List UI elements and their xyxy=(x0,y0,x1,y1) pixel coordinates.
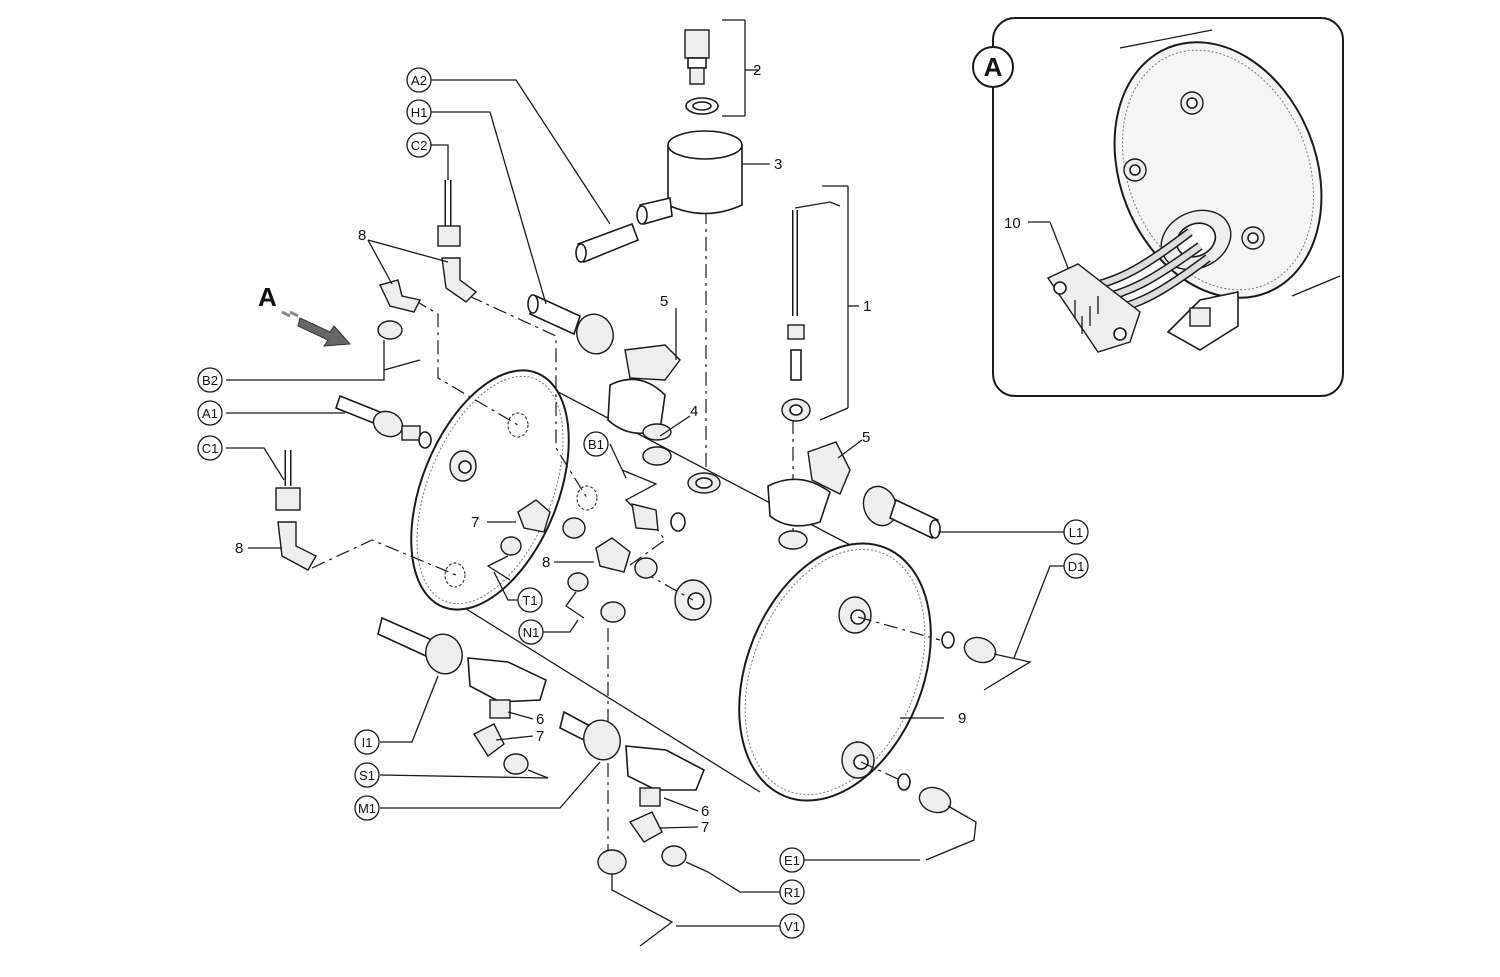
part-number-5-top: 5 xyxy=(660,293,668,310)
part-label-10: 10 xyxy=(1004,215,1021,232)
svg-text:L1: L1 xyxy=(1069,525,1083,540)
circled-label-b2: B2 xyxy=(197,367,223,393)
circled-labels: A2 H1 C2 B2 A1 C1 B1 T1 N1 I1 S1 M1 L1 D… xyxy=(197,67,1089,939)
svg-text:A1: A1 xyxy=(202,406,218,421)
svg-text:S1: S1 xyxy=(359,768,375,783)
part-number-7-right: 7 xyxy=(701,819,709,836)
circled-label-r1: R1 xyxy=(779,879,805,905)
part-numbers: 1 2 3 4 5 5 6 6 7 7 7 8 8 8 9 xyxy=(235,62,966,836)
circled-label-e1: E1 xyxy=(779,847,805,873)
svg-text:N1: N1 xyxy=(523,625,540,640)
part-number-8-middle: 8 xyxy=(542,554,550,571)
part-number-6-left: 6 xyxy=(536,711,544,728)
svg-text:C1: C1 xyxy=(202,441,219,456)
circled-label-m1: M1 xyxy=(354,795,380,821)
svg-text:C2: C2 xyxy=(411,138,428,153)
svg-text:V1: V1 xyxy=(784,919,800,934)
circled-label-b1: B1 xyxy=(583,431,609,457)
part-number-1: 1 xyxy=(863,298,871,315)
circled-label-n1: N1 xyxy=(518,619,544,645)
part-number-7-upper: 7 xyxy=(471,514,479,531)
svg-text:D1: D1 xyxy=(1068,559,1085,574)
leader-lines xyxy=(226,19,1064,927)
svg-text:I1: I1 xyxy=(362,735,373,750)
circled-label-c1: C1 xyxy=(197,435,223,461)
detail-marker-circle xyxy=(972,46,1014,88)
circled-label-c2: C2 xyxy=(406,132,432,158)
svg-text:H1: H1 xyxy=(411,105,428,120)
part-number-8-left: 8 xyxy=(235,540,243,557)
circled-label-d1: D1 xyxy=(1063,553,1089,579)
detail-marker: A xyxy=(984,52,1003,82)
svg-text:E1: E1 xyxy=(784,853,800,868)
svg-text:T1: T1 xyxy=(522,593,537,608)
left-parts xyxy=(275,394,1032,861)
part-number-2: 2 xyxy=(753,62,761,79)
svg-text:A2: A2 xyxy=(411,73,427,88)
circled-label-l1: L1 xyxy=(1063,519,1089,545)
part-number-7-left: 7 xyxy=(536,728,544,745)
svg-text:M1: M1 xyxy=(358,801,376,816)
svg-text:R1: R1 xyxy=(784,885,801,900)
boiler xyxy=(410,369,932,802)
circled-label-s1: S1 xyxy=(354,762,380,788)
bottom-parts xyxy=(377,616,709,947)
circled-label-a2: A2 xyxy=(406,67,432,93)
svg-text:B2: B2 xyxy=(202,373,218,388)
top-parts xyxy=(377,29,841,494)
part-number-4: 4 xyxy=(690,403,698,420)
circled-label-v1: V1 xyxy=(779,913,805,939)
view-arrow: A xyxy=(258,282,352,347)
part-number-6-right: 6 xyxy=(701,803,709,820)
circled-label-i1: I1 xyxy=(354,729,380,755)
part-number-8-top: 8 xyxy=(358,227,366,244)
part-number-9: 9 xyxy=(958,710,966,727)
part-number-3: 3 xyxy=(774,156,782,173)
circled-label-t1: T1 xyxy=(517,587,543,613)
circled-label-a1: A1 xyxy=(197,400,223,426)
view-marker: A xyxy=(258,282,277,312)
part-number-5-right: 5 xyxy=(862,429,870,446)
circled-label-h1: H1 xyxy=(406,99,432,125)
svg-text:B1: B1 xyxy=(588,437,604,452)
detail-inset: A 10 xyxy=(972,17,1344,397)
